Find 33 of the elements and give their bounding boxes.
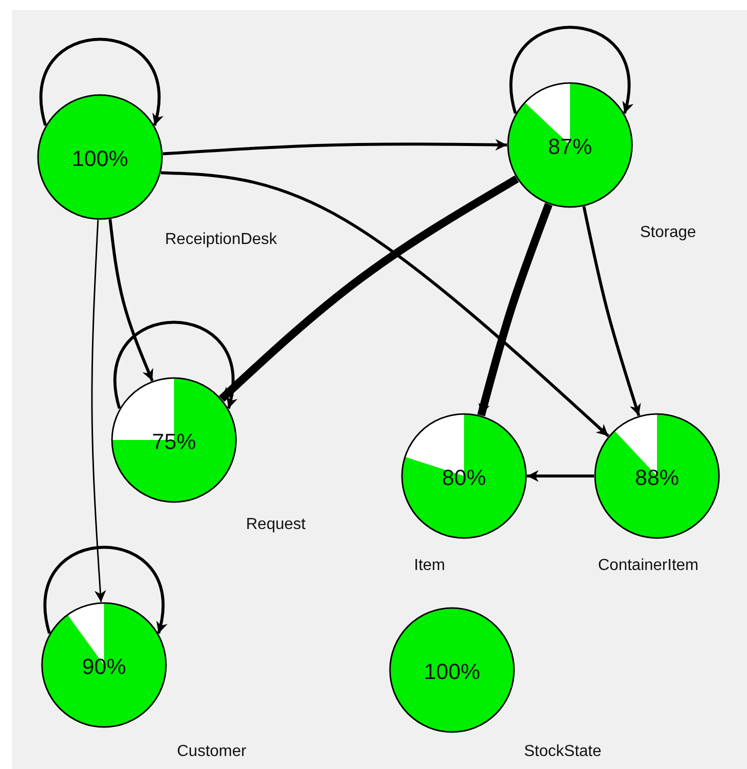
arrow bbox=[162, 139, 508, 156]
arrow bbox=[108, 219, 154, 382]
percentage-label: 100% bbox=[70, 148, 130, 170]
pie-chart-node bbox=[594, 413, 720, 539]
percentage-label: 80% bbox=[440, 467, 488, 490]
percentage-label: 88% bbox=[634, 467, 680, 490]
pie-chart-node bbox=[111, 377, 237, 503]
node-name-label: StockState bbox=[524, 743, 602, 761]
node-name-label: Storage bbox=[640, 224, 696, 242]
pie-chart-node bbox=[401, 413, 527, 539]
node-name-label: Item bbox=[414, 557, 446, 575]
arrow bbox=[91, 220, 106, 602]
arrow bbox=[160, 171, 610, 438]
arrow bbox=[40, 38, 162, 126]
node-name-label: ContainerItem bbox=[598, 557, 698, 575]
percentage-label: 87% bbox=[546, 136, 594, 158]
percentage-label: 100% bbox=[422, 661, 482, 684]
arrow bbox=[582, 206, 641, 416]
arrow bbox=[477, 202, 552, 416]
arrow bbox=[114, 320, 236, 409]
pie-chart-node bbox=[41, 602, 167, 728]
pie-chart-node bbox=[37, 94, 163, 220]
percentage-label: 90% bbox=[80, 656, 128, 678]
percentage-label: 75% bbox=[150, 431, 198, 454]
pie-chart-node bbox=[507, 82, 633, 208]
node-name-label: ReceiptionDesk bbox=[165, 231, 278, 249]
node-name-label: Request bbox=[246, 516, 306, 534]
arrow bbox=[527, 470, 594, 482]
arrow bbox=[510, 26, 632, 114]
pie-chart-node bbox=[389, 607, 515, 733]
arrow bbox=[44, 546, 166, 634]
arrow bbox=[218, 175, 519, 402]
node-name-label: Customer bbox=[177, 743, 246, 761]
